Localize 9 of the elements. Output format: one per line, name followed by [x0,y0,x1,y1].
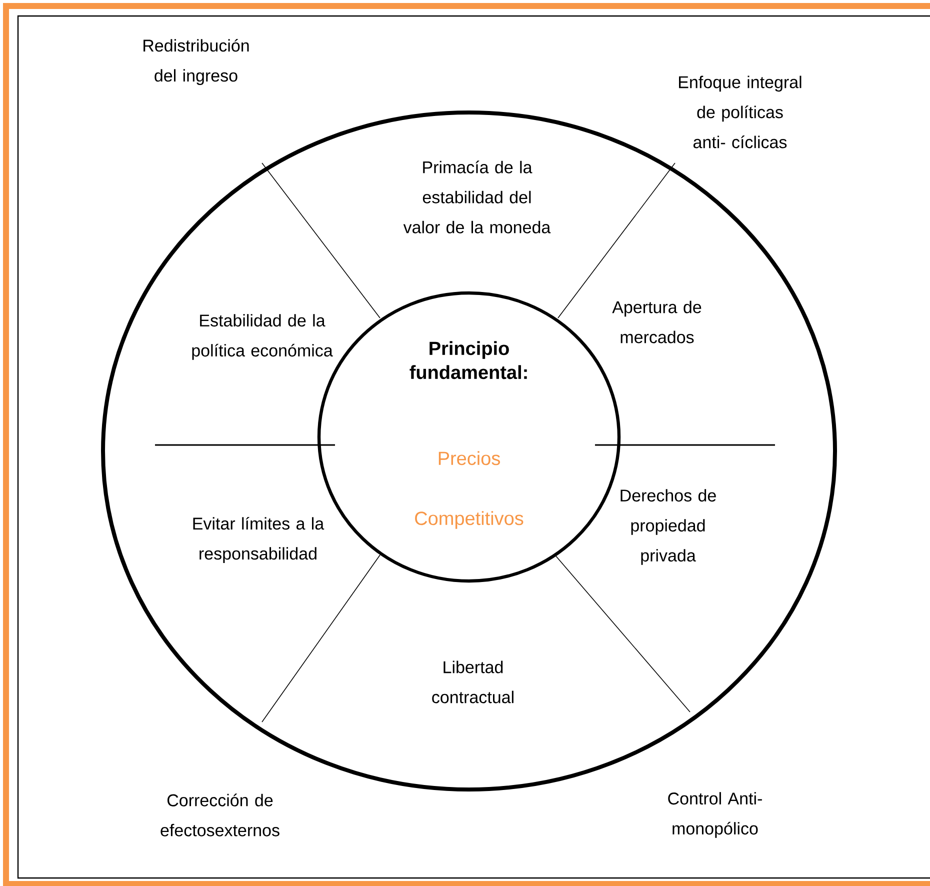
text-label: Apertura de mercados [612,300,702,344]
text-label: Evitar límites a la responsabilidad [193,516,324,564]
text-label: Redistribución del ingreso [144,38,249,86]
text-label: Primacía de la estabilidad del valor de la moneda [403,160,551,234]
text-label: Corrección de efectosexternos [160,794,280,836]
text-label: Control Anti- monopólico [668,792,762,838]
text-label: Libertad contractual [432,660,514,704]
text-label: Estabilidad de la política económica [192,314,333,360]
text-label: Enfoque integral de políticas anti- cíclicas [679,76,802,148]
